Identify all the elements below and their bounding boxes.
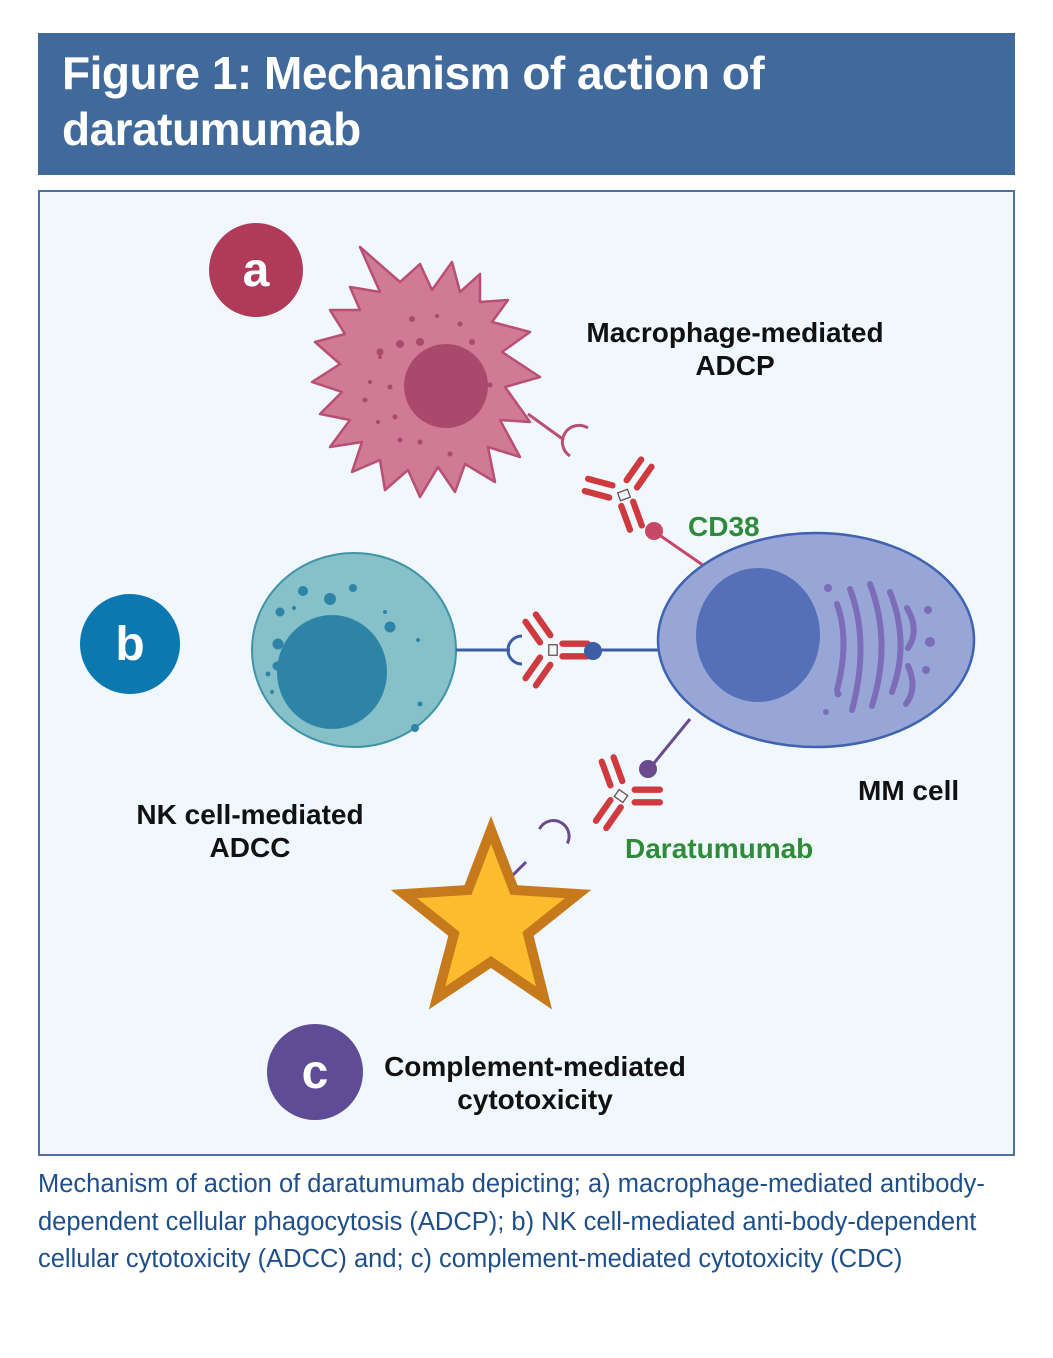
badge-a: a — [209, 223, 303, 317]
cd38-receptor-a — [645, 522, 711, 572]
label-complement-line2: cytotoxicity — [457, 1084, 613, 1115]
label-mm-cell: MM cell — [858, 775, 960, 806]
nk-cell — [251, 552, 523, 748]
label-cd38: CD38 — [688, 511, 760, 542]
figure-title-line1: Figure 1: Mechanism of action of — [62, 47, 765, 99]
figure-title-line2: daratumumab — [62, 103, 361, 155]
figure-caption: Mechanism of action of daratumumab depic… — [38, 1170, 985, 1273]
complement-star — [390, 816, 592, 1010]
label-complement-line1: Complement-mediated — [384, 1051, 686, 1082]
label-macrophage-adcp: Macrophage-mediated ADCP — [585, 316, 885, 382]
figure-title-bar: Figure 1: Mechanism of action of daratum… — [38, 33, 1015, 175]
badge-b: b — [80, 594, 180, 694]
macrophage-cell — [310, 245, 589, 499]
mm-cell — [656, 531, 976, 749]
cd38-receptor-b — [584, 642, 662, 660]
badge-c: c — [267, 1024, 363, 1120]
cd38-receptor-c — [639, 718, 692, 778]
label-complement: Complement-mediated cytotoxicity — [375, 1050, 695, 1116]
label-nk-line1: NK cell-mediated — [136, 799, 364, 830]
label-nk-line2: ADCC — [209, 832, 291, 863]
label-macrophage-line1: Macrophage-mediated — [586, 317, 884, 348]
diagram-canvas — [251, 245, 976, 1010]
antibody-b — [520, 609, 592, 691]
diagram-panel: a b c Macrophage-mediated ADCP CD38 NK c… — [38, 190, 1015, 1156]
label-nk-adcc: NK cell-mediated ADCC — [120, 798, 380, 864]
label-daratumumab: Daratumumab — [625, 833, 814, 864]
label-macrophage-line2: ADCP — [695, 350, 775, 381]
